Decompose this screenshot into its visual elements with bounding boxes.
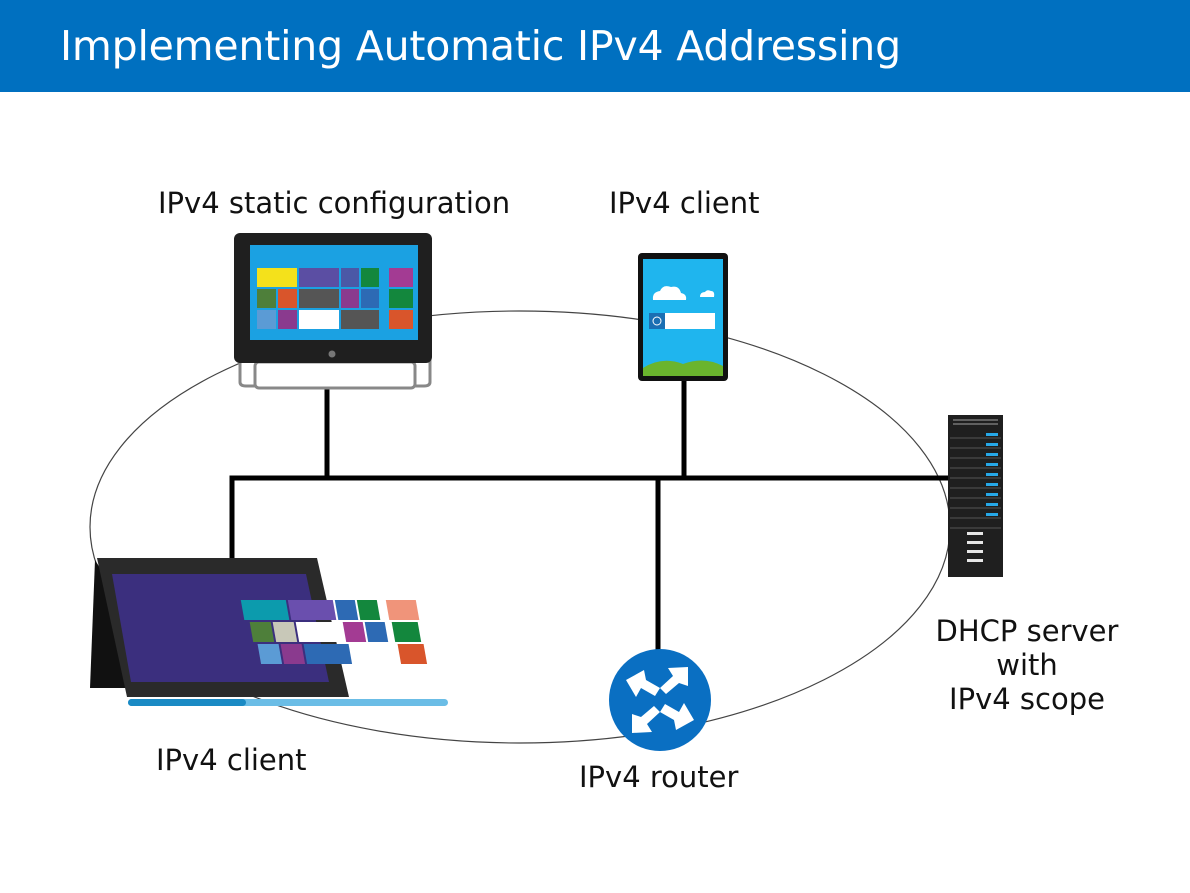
dhcp-server-icon — [948, 415, 1003, 577]
dhcp-server-label-line: DHCP server — [935, 614, 1119, 648]
network-bus — [229, 377, 951, 655]
surface-client-label: IPv4 client — [156, 743, 307, 777]
router-label: IPv4 router — [579, 760, 739, 794]
surface-tablet-icon — [90, 558, 448, 706]
router-icon — [609, 649, 711, 751]
static-pc-label: IPv4 static configuration — [158, 186, 511, 220]
all-in-one-pc-icon — [234, 233, 432, 390]
tablet-icon — [638, 253, 728, 381]
page-title: Implementing Automatic IPv4 Addressing — [60, 22, 901, 70]
tablet-client-label: IPv4 client — [609, 186, 760, 220]
dhcp-server-label: DHCP server with IPv4 scope — [916, 614, 1138, 716]
title-bar: Implementing Automatic IPv4 Addressing — [0, 0, 1190, 92]
dhcp-server-label-line: IPv4 scope — [949, 682, 1105, 716]
dhcp-server-label-line: with — [996, 648, 1058, 682]
